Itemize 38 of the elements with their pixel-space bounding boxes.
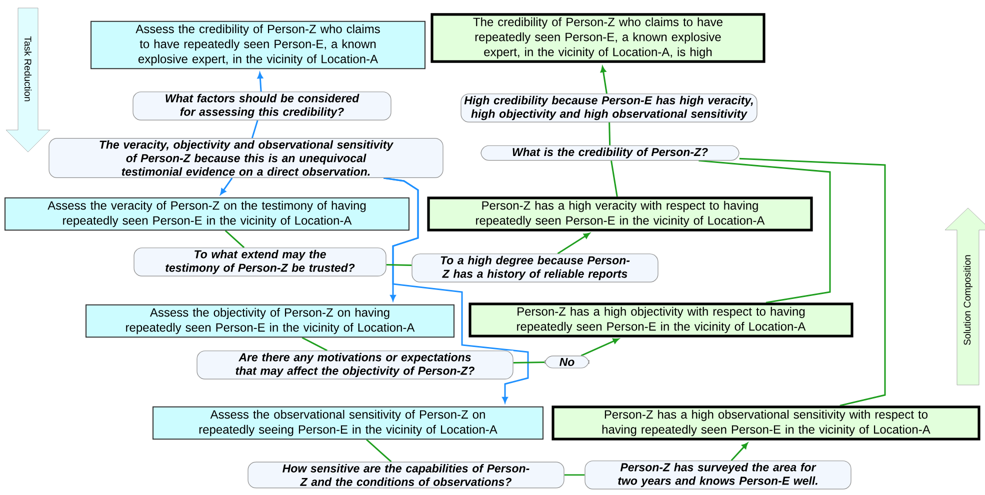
connector xyxy=(608,122,611,146)
connector xyxy=(580,338,620,356)
solution-box: The credibility of Person-Z who claims to have repeatedly seen Person-E, a known explosive expert, in the vicinity of Location-A, is high xyxy=(430,13,766,63)
connector xyxy=(251,120,258,138)
task-box: Assess the objectivity of Person-Z on having repeatedly seen Person-E in the vicinity of Location-A xyxy=(86,304,454,338)
connector xyxy=(600,66,608,94)
connector xyxy=(257,72,263,92)
connector xyxy=(730,442,748,461)
connector xyxy=(220,178,233,195)
rounded-bubble: No xyxy=(544,356,590,368)
connector xyxy=(739,158,886,406)
rounded-bubble: What is the credibility of Person-Z? xyxy=(480,145,740,161)
rounded-bubble: The veracity, objectivity and observational sensitivity of Person-Z because this is an unequivocal testimonial evidence on a direct observation. xyxy=(48,138,444,178)
solution-box: Person-Z has a high veracity with respect to having repeatedly seen Person-E in the vicinity of Location-A xyxy=(427,196,813,232)
task-box: Assess the observational sensitivity of Person-Z on repeatedly seeing Person-E in the vicinity of Location-A xyxy=(152,406,544,440)
connector xyxy=(513,362,545,364)
connector xyxy=(302,338,328,351)
connector xyxy=(386,264,412,266)
rounded-bubble: Person-Z has surveyed the area for two years and knows Person-E well. xyxy=(584,460,852,490)
connector xyxy=(366,440,392,462)
rounded-bubble: High credibility because Person-E has high veracity, high objectivity and high observational sensitivity xyxy=(460,94,758,122)
rounded-bubble: What factors should be considered for assessing this credibility? xyxy=(132,92,392,120)
solution-box: Person-Z has a high observational sensitivity with respect to having repeatedly seen Person-E in the vicinity of Location-A xyxy=(552,406,980,440)
rounded-bubble: To what extend may the testimony of Person-Z be trusted? xyxy=(134,248,386,276)
task-box: Assess the credibility of Person-Z who claims to have repeatedly seen Person-E, a known explosive expert, in the vicinity of Location-A xyxy=(90,20,426,70)
rounded-bubble: Are there any motivations or expectations that may affect the objectivity of Person-Z? xyxy=(196,350,514,380)
connector xyxy=(698,160,831,303)
solution-box: Person-Z has a high objectivity with respect to having repeatedly seen Person-E in the vicinity of Location-A xyxy=(468,302,854,338)
connector xyxy=(564,474,585,476)
rounded-bubble: How sensitive are the capabilities of Person-Z and the conditions of observations? xyxy=(248,462,564,488)
connector xyxy=(610,160,618,197)
connector xyxy=(224,230,245,248)
task-box: Assess the veracity of Person-Z on the testimony of having repeatedly seen Person-E in the vicinity of Location-A xyxy=(4,197,410,231)
rounded-bubble: To a high degree because Person-Z has a history of reliable reports xyxy=(412,254,658,282)
connector xyxy=(383,177,529,403)
direction-label: Task Reduction xyxy=(24,36,32,102)
direction-label: Solution Composition xyxy=(964,255,972,345)
connector xyxy=(557,232,590,254)
